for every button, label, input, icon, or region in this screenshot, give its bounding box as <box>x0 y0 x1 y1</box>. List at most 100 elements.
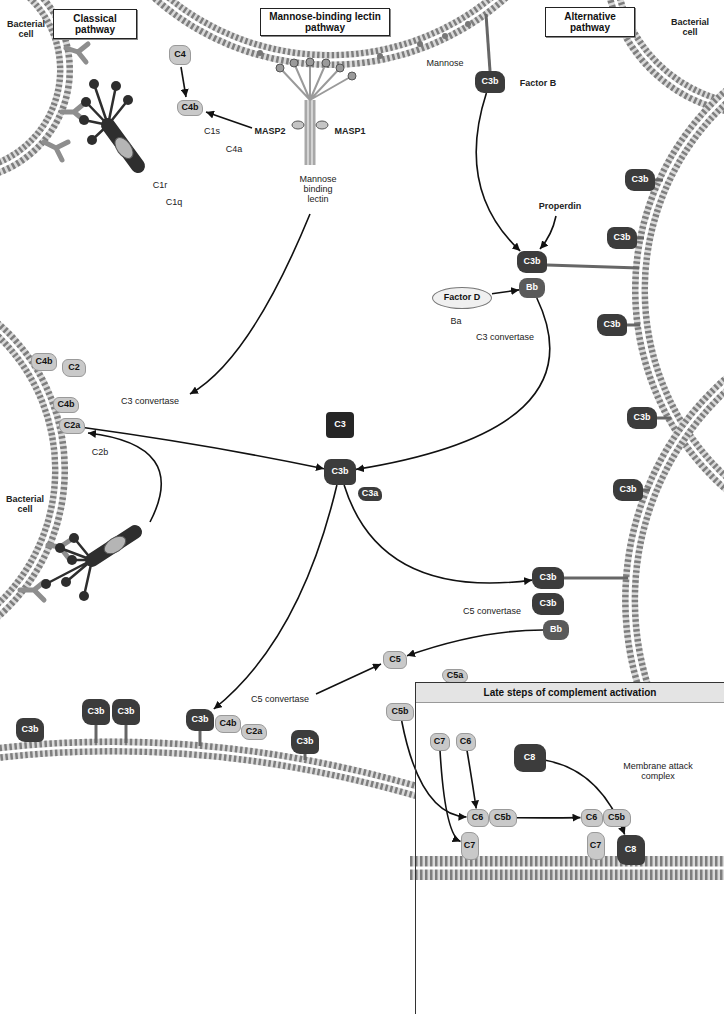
node-text: Bb <box>550 625 562 635</box>
protein-blob: C3 <box>326 412 354 438</box>
node-text: Classical pathway <box>54 13 136 35</box>
node-text: C3 <box>334 420 346 430</box>
annotation-label: C1s <box>204 127 220 137</box>
node-text: C5a <box>447 671 464 681</box>
protein-blob: C3b <box>475 71 505 93</box>
protein-blob: Bb <box>519 278 545 298</box>
c1q-heads <box>41 533 89 601</box>
reaction-arrows <box>88 67 556 694</box>
node-text: C5b <box>391 707 408 717</box>
node-text: C3b <box>633 413 650 423</box>
node-text: C3b <box>613 233 630 243</box>
protein-blob: C4b <box>215 715 241 733</box>
node-text: C6 <box>460 737 472 747</box>
pathway-arrow <box>316 664 381 694</box>
protein-blob: C3b <box>532 567 564 589</box>
protein-blob: C2a <box>59 418 85 434</box>
protein-blob: C2 <box>62 359 86 377</box>
pathway-arrow <box>517 817 581 819</box>
annotation-label: Bacterial cell <box>5 20 47 40</box>
antibody <box>66 44 88 62</box>
node-text: C3b <box>539 573 556 583</box>
protein-blob: C8 <box>514 744 546 772</box>
membrane <box>70 0 590 60</box>
pathway-arrow <box>467 751 476 809</box>
protein-blob: C3b <box>607 227 637 249</box>
c1r-c1s <box>101 533 129 558</box>
cleavage-arrow <box>206 112 252 128</box>
protein-blob: C6 <box>581 809 603 827</box>
annotation-label: Factor B <box>520 79 557 89</box>
inset-membrane <box>410 868 724 869</box>
annotation-label: Mannose binding lectin <box>293 175 343 205</box>
protein-blob: C2a <box>241 724 267 740</box>
node-text: C5 <box>389 655 401 665</box>
node-text: C5b <box>608 813 625 823</box>
node-text: C4b <box>181 103 198 113</box>
protein-blob: C7 <box>587 832 605 860</box>
annotation-label: Ba <box>450 317 461 327</box>
node-text: C3b <box>21 725 38 735</box>
node-text: C3b <box>631 175 648 185</box>
node-text: C3b <box>523 257 540 267</box>
cleavage-arrow <box>181 67 186 97</box>
annotation-label: Membrane attack complex <box>613 762 703 782</box>
annotation-label: Mannose <box>426 59 463 69</box>
membrane <box>410 867 724 870</box>
protein-blob: C4 <box>169 45 191 65</box>
annotation-label: C1q <box>166 198 183 208</box>
membrane <box>0 746 420 792</box>
node-text: C8 <box>524 753 536 763</box>
node-text: Mannose-binding lectin pathway <box>261 11 389 33</box>
protein-blob: C3b <box>532 593 564 615</box>
node-text: Bb <box>526 283 538 293</box>
annotation-label: C4a <box>226 145 243 155</box>
node-text: C2 <box>68 363 80 373</box>
node-text: C3b <box>117 707 134 717</box>
c1q-stalk <box>92 532 135 560</box>
annotation-label: C2b <box>92 448 109 458</box>
node-text: C3b <box>481 77 498 87</box>
masp <box>316 121 328 129</box>
antibodies <box>20 44 88 600</box>
node-text: C3b <box>191 715 208 725</box>
protein-blob: C5a <box>442 669 468 683</box>
pathway-arrow <box>407 630 543 656</box>
pathway-arrow <box>85 428 324 469</box>
pathway-header: Alternative pathway <box>545 7 635 37</box>
annotation-label: C3 convertase <box>121 397 179 407</box>
membrane <box>0 280 60 660</box>
protein-blob: C4b <box>53 397 79 413</box>
annotation-label: Bacterial cell <box>4 495 46 515</box>
protein-blob: C7 <box>461 832 479 860</box>
factor-ellipse: Factor D <box>432 287 492 309</box>
protein-blob: C4b <box>31 353 57 371</box>
protein-blob: Bb <box>543 620 569 640</box>
node-text: Alternative pathway <box>546 11 634 33</box>
node-text: C8 <box>625 845 637 855</box>
annotation-label: C5 convertase <box>251 695 309 705</box>
node-text: C3b <box>296 737 313 747</box>
node-text: C4b <box>57 400 74 410</box>
pathway-arrow <box>492 290 519 294</box>
protein-blob: C3b <box>613 479 643 501</box>
node-text: C3b <box>603 320 620 330</box>
c1q-stalk <box>108 125 138 166</box>
mbl-stalk <box>306 100 314 165</box>
c1-complex <box>41 532 135 601</box>
pathway-arrow <box>476 93 520 251</box>
pathway-header: Mannose-binding lectin pathway <box>260 8 390 36</box>
inset-panel: Late steps of complement activationC7C6C… <box>415 682 724 1014</box>
antibody <box>44 142 68 160</box>
node-text: C4b <box>219 719 236 729</box>
protein-blob: C3b <box>627 407 657 429</box>
node-text: C4 <box>174 50 186 60</box>
membrane <box>0 280 60 660</box>
annotation-label: C5 convertase <box>463 607 521 617</box>
node-text: C3b <box>539 599 556 609</box>
node-text: C7 <box>590 841 602 851</box>
pathway-arrow <box>344 485 532 583</box>
